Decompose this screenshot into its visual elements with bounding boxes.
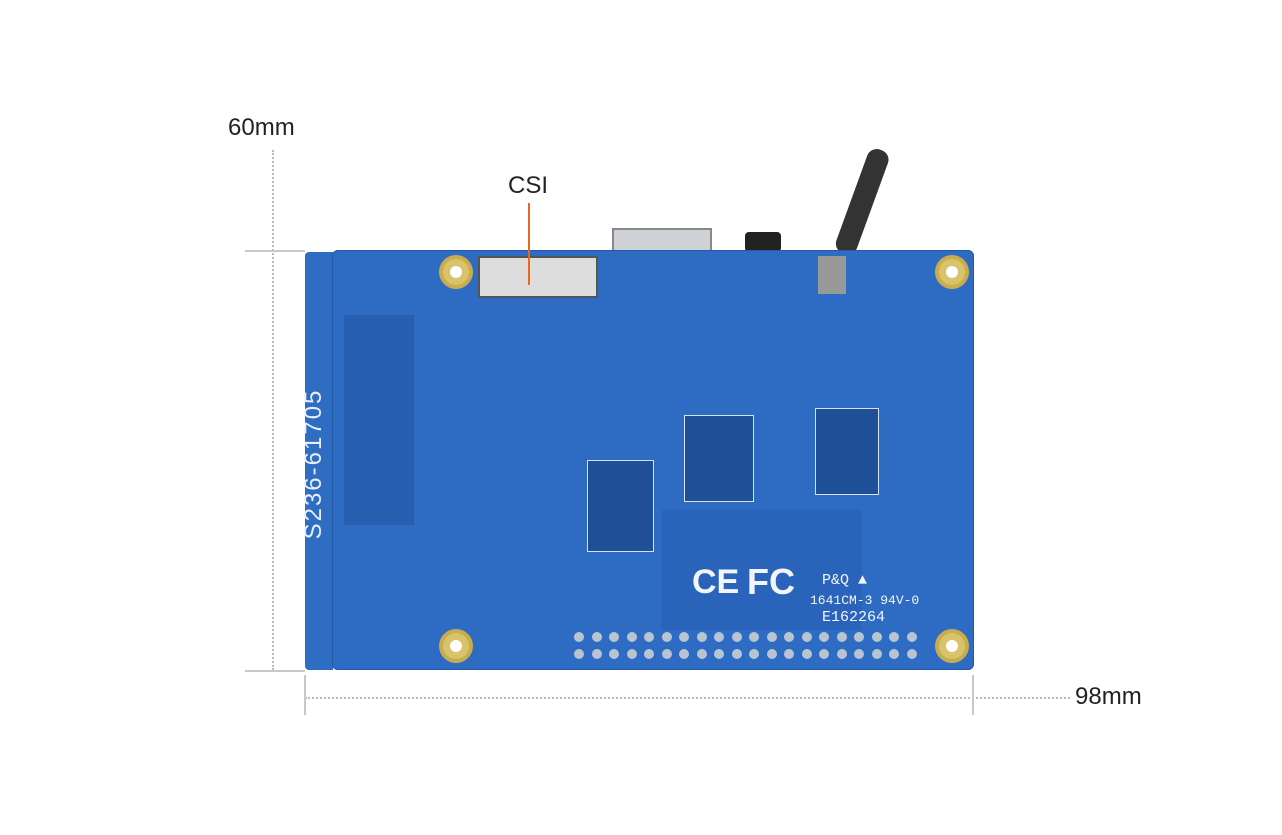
- ic-chip: [587, 460, 654, 552]
- gpio-pin: [574, 649, 584, 659]
- gpio-pin: [871, 649, 882, 659]
- width-dimension-line: [305, 697, 1070, 699]
- width-dimension-label: 98mm: [1075, 683, 1142, 710]
- gpio-pin: [819, 632, 829, 642]
- gpio-pin: [749, 649, 759, 659]
- rating-mark: 1641CM-3 94V-0: [810, 593, 920, 608]
- ce-mark: CE: [692, 563, 740, 601]
- gpio-pin: [819, 649, 829, 659]
- fcc-mark: FC: [747, 561, 795, 602]
- gpio-pin: [801, 632, 812, 642]
- gpio-pin: [836, 649, 847, 659]
- mounting-hole: [939, 633, 965, 659]
- gpio-pin: [591, 632, 602, 642]
- gpio-pin: [889, 649, 899, 659]
- gpio-pin: [906, 632, 917, 642]
- gpio-pin: [696, 632, 707, 642]
- gpio-pin: [801, 649, 812, 659]
- gpio-pin: [731, 649, 742, 659]
- board-edge-strip: [305, 252, 333, 670]
- gpio-pin: [854, 632, 864, 642]
- csi-callout-line: [528, 203, 530, 285]
- gpio-pin: [591, 649, 602, 659]
- gpio-pin: [644, 632, 654, 642]
- gpio-pin: [906, 649, 917, 659]
- gpio-pin: [609, 632, 619, 642]
- height-dimension-line: [272, 150, 274, 670]
- csi-connector: [478, 256, 598, 298]
- gpio-pin: [784, 649, 794, 659]
- mounting-hole: [939, 259, 965, 285]
- gpio-pin: [731, 632, 742, 642]
- ic-chip: [684, 415, 754, 502]
- gpio-pin: [871, 632, 882, 642]
- ground-plane: [662, 510, 862, 630]
- gpio-pin: [679, 632, 689, 642]
- cable: [833, 146, 892, 258]
- gpio-pin: [889, 632, 899, 642]
- height-tick-top: [245, 250, 305, 252]
- gpio-pin: [714, 649, 724, 659]
- regulator: [818, 256, 846, 294]
- width-tick-left: [304, 675, 306, 715]
- height-dimension-label: 60mm: [228, 114, 295, 141]
- gpio-pin: [836, 632, 847, 642]
- edge-strip-text: S236-61705: [300, 388, 327, 540]
- csi-callout-label: CSI: [508, 172, 549, 199]
- gpio-pin: [854, 649, 864, 659]
- gpio-pin: [661, 632, 672, 642]
- gpio-pin: [784, 632, 794, 642]
- gpio-pin: [644, 649, 654, 659]
- gpio-pin: [574, 632, 584, 642]
- gpio-pin: [766, 632, 777, 642]
- file-number-mark: E162264: [822, 609, 886, 626]
- mounting-hole: [443, 633, 469, 659]
- gpio-pin: [714, 632, 724, 642]
- gpio-pin: [679, 649, 689, 659]
- width-tick-right: [972, 675, 974, 715]
- gpio-pin: [766, 649, 777, 659]
- pcb-board: CE FC P&Q ▲ 1641CM-3 94V-0 E162264: [332, 250, 974, 670]
- gpio-pin: [696, 649, 707, 659]
- gpio-pin: [749, 632, 759, 642]
- gpio-pin: [626, 632, 637, 642]
- mounting-hole: [443, 259, 469, 285]
- ic-chip: [815, 408, 879, 495]
- ul-mark: P&Q ▲: [822, 572, 868, 589]
- gpio-pin: [661, 649, 672, 659]
- power-area: [344, 315, 414, 525]
- gpio-pin: [609, 649, 619, 659]
- height-tick-bottom: [245, 670, 305, 672]
- audio-jack: [745, 232, 781, 252]
- gpio-pin: [626, 649, 637, 659]
